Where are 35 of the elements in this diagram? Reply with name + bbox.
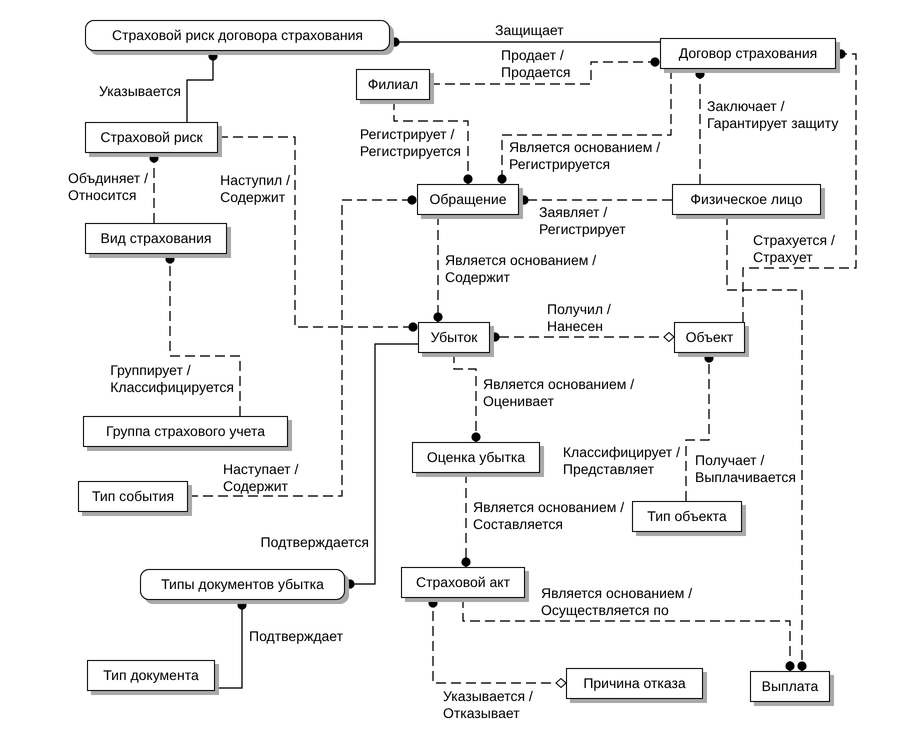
edge-label: Является основанием / Оценивает (482, 376, 636, 410)
entity-box: Убыток (418, 322, 494, 357)
edge-label: Регистрирует / Регистрируется (358, 126, 462, 160)
entity-box: Объект (674, 322, 749, 357)
edge-label: Заявляет / Регистрирует (538, 204, 627, 238)
edge-label: Является основанием / Содержит (444, 252, 598, 286)
edge-label: Продает / Продается (500, 47, 572, 81)
edge-label: Подтверждается (260, 534, 370, 551)
entity-box: Обращение (417, 184, 523, 219)
entity-box: Физическое лицо (672, 184, 825, 219)
edge-label: Страхуется / Страхует (752, 232, 836, 266)
entity-box: Оценка убытка (412, 442, 544, 477)
entity-box: Выплата (750, 671, 834, 706)
entity-box: Типы документов убытка (140, 569, 349, 604)
edge-label: Классифицирует / Представляет (562, 444, 681, 478)
entity-box: Тип события (78, 481, 192, 516)
edge-label: Является основанием / Регистрируется (508, 139, 662, 173)
edge-label: Защищает (494, 22, 565, 39)
edge-label: Наступил / Содержит (219, 172, 291, 206)
edge-label: Заключает / Гарантирует защиту (706, 98, 840, 132)
entity-box: Филиал (356, 69, 434, 104)
entity-box: Причина отказа (566, 668, 707, 703)
edge-label: Группирует / Классифицируется (109, 362, 235, 396)
edge-label: Является основанием / Осуществляется по (540, 585, 694, 619)
entity-box: Тип документа (87, 660, 219, 695)
edge-label: Наступает / Содержит (222, 461, 300, 495)
entity-box: Страховой риск договора страхования (85, 20, 394, 55)
entity-box: Договор страхования (660, 38, 840, 73)
entity-box: Тип объекта (632, 501, 746, 536)
entity-box: Страховой риск (85, 122, 222, 157)
entity-box: Страховой акт (401, 567, 529, 602)
edge-label: Подтверждает (248, 628, 344, 645)
entity-box: Группа страхового учета (83, 416, 292, 451)
relationship-line (742, 49, 857, 322)
entity-box: Вид страхования (85, 223, 231, 258)
